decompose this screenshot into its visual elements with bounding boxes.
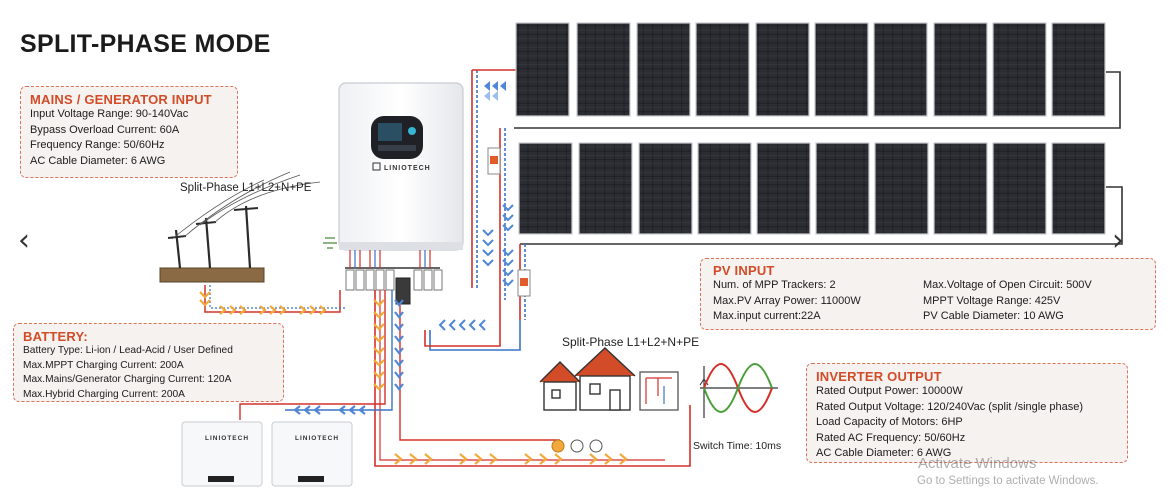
solar-panel bbox=[576, 22, 631, 117]
solar-panel bbox=[1051, 142, 1106, 235]
solar-panel bbox=[695, 22, 750, 117]
pv-spec: Max.Voltage of Open Circuit: 500V bbox=[923, 279, 1092, 291]
activate-windows-hint: Go to Settings to activate Windows. bbox=[917, 475, 1099, 487]
ac-sine-wave bbox=[699, 363, 778, 418]
battery-spec: Battery Type: Li-ion / Lead-Acid / User … bbox=[23, 345, 233, 356]
ac-breaker-panel bbox=[323, 237, 443, 305]
inverter-output-spec: Rated AC Frequency: 50/60Hz bbox=[816, 431, 966, 444]
solar-panel bbox=[756, 142, 811, 235]
inverter-output-box: INVERTER OUTPUT Rated Output Power: 1000… bbox=[806, 363, 1128, 463]
mains-generator-input-box: MAINS / GENERATOR INPUT Input Voltage Ra… bbox=[20, 86, 238, 178]
prev-slide-chevron-icon[interactable]: ‹ bbox=[18, 223, 30, 258]
house-load bbox=[539, 347, 636, 411]
liniotech-logo: LINIOTECH bbox=[372, 162, 431, 172]
pv-spec: Max.PV Array Power: 11000W bbox=[713, 294, 861, 307]
battery-box: BATTERY: Battery Type: Li-ion / Lead-Aci… bbox=[13, 323, 284, 402]
pv-spec: Max.input current:22A bbox=[713, 310, 821, 323]
mains-spec: Input Voltage Range: 90-140Vac bbox=[30, 108, 189, 120]
battery-spec: Max.Hybrid Charging Current: 200A bbox=[23, 388, 185, 400]
solar-panel bbox=[874, 142, 929, 235]
next-slide-chevron-icon[interactable]: › bbox=[1112, 223, 1124, 258]
split-phase-load-label: Split-Phase L1+L2+N+PE bbox=[562, 335, 700, 349]
pv-input-box: PV INPUT Num. of MPP Trackers: 2 Max.PV … bbox=[700, 258, 1156, 330]
inverter-output-spec: Load Capacity of Motors: 6HP bbox=[816, 416, 963, 429]
solar-array-row-1 bbox=[515, 22, 1106, 117]
pv-spec: Num. of MPP Trackers: 2 bbox=[713, 279, 836, 291]
pv-title: PV INPUT bbox=[713, 263, 775, 278]
pv-spec: MPPT Voltage Range: 425V bbox=[923, 294, 1061, 307]
load-indicators bbox=[551, 439, 603, 453]
solar-panel bbox=[638, 142, 693, 235]
inverter-output-title: INVERTER OUTPUT bbox=[816, 369, 942, 384]
mains-title: MAINS / GENERATOR INPUT bbox=[30, 92, 212, 107]
pv-flow-arrows bbox=[438, 81, 514, 331]
solar-panel bbox=[518, 142, 573, 235]
activate-windows-watermark: Activate Windows bbox=[918, 455, 1037, 472]
hybrid-inverter: LINIOTECH bbox=[338, 82, 464, 251]
mains-flow bbox=[199, 285, 345, 315]
svg-text:LINIOTECH: LINIOTECH bbox=[295, 435, 339, 442]
distribution-box bbox=[639, 371, 679, 411]
battery-unit: LINIOTECH bbox=[271, 421, 353, 487]
mains-spec: Frequency Range: 50/60Hz bbox=[30, 139, 165, 152]
solar-panel bbox=[697, 142, 752, 235]
inverter-output-spec: Rated Output Voltage: 120/240Vac (split … bbox=[816, 400, 1084, 413]
svg-text:LINIOTECH: LINIOTECH bbox=[205, 435, 249, 442]
pv-spec: PV Cable Diameter: 10 AWG bbox=[923, 310, 1064, 323]
solar-panel bbox=[933, 142, 988, 235]
solar-panel bbox=[873, 22, 928, 117]
battery-spec: Max.MPPT Charging Current: 200A bbox=[23, 359, 184, 371]
solar-panel bbox=[814, 22, 869, 117]
solar-panel bbox=[1051, 22, 1106, 117]
solar-panel bbox=[636, 22, 691, 117]
split-phase-grid-label: Split-Phase L1+L2+N+PE bbox=[180, 182, 312, 194]
mains-spec: Bypass Overload Current: 60A bbox=[30, 123, 180, 136]
utility-pole bbox=[159, 171, 321, 283]
solar-panel bbox=[815, 142, 870, 235]
inverter-output-spec: Rated Output Power: 10000W bbox=[816, 385, 963, 397]
solar-panel bbox=[933, 22, 988, 117]
battery-unit: LINIOTECH bbox=[181, 421, 263, 487]
solar-panel bbox=[578, 142, 633, 235]
solar-array-row-2 bbox=[518, 142, 1106, 235]
pv-string-wiring bbox=[424, 69, 1123, 351]
pv-dc-breaker bbox=[487, 147, 531, 297]
svg-text:LINIOTECH: LINIOTECH bbox=[384, 165, 431, 172]
inverter-output-spec: AC Cable Diameter: 6 AWG bbox=[816, 447, 952, 460]
battery-wiring bbox=[239, 290, 691, 467]
mains-spec: AC Cable Diameter: 6 AWG bbox=[30, 154, 166, 167]
battery-title: BATTERY: bbox=[23, 329, 88, 344]
solar-panel bbox=[515, 22, 570, 117]
battery-spec: Max.Mains/Generator Charging Current: 12… bbox=[23, 374, 232, 386]
solar-panel bbox=[992, 22, 1047, 117]
solar-panel bbox=[755, 22, 810, 117]
solar-panel bbox=[992, 142, 1047, 235]
switch-time-label: Switch Time: 10ms bbox=[693, 440, 782, 452]
page-title: SPLIT-PHASE MODE bbox=[20, 30, 271, 58]
